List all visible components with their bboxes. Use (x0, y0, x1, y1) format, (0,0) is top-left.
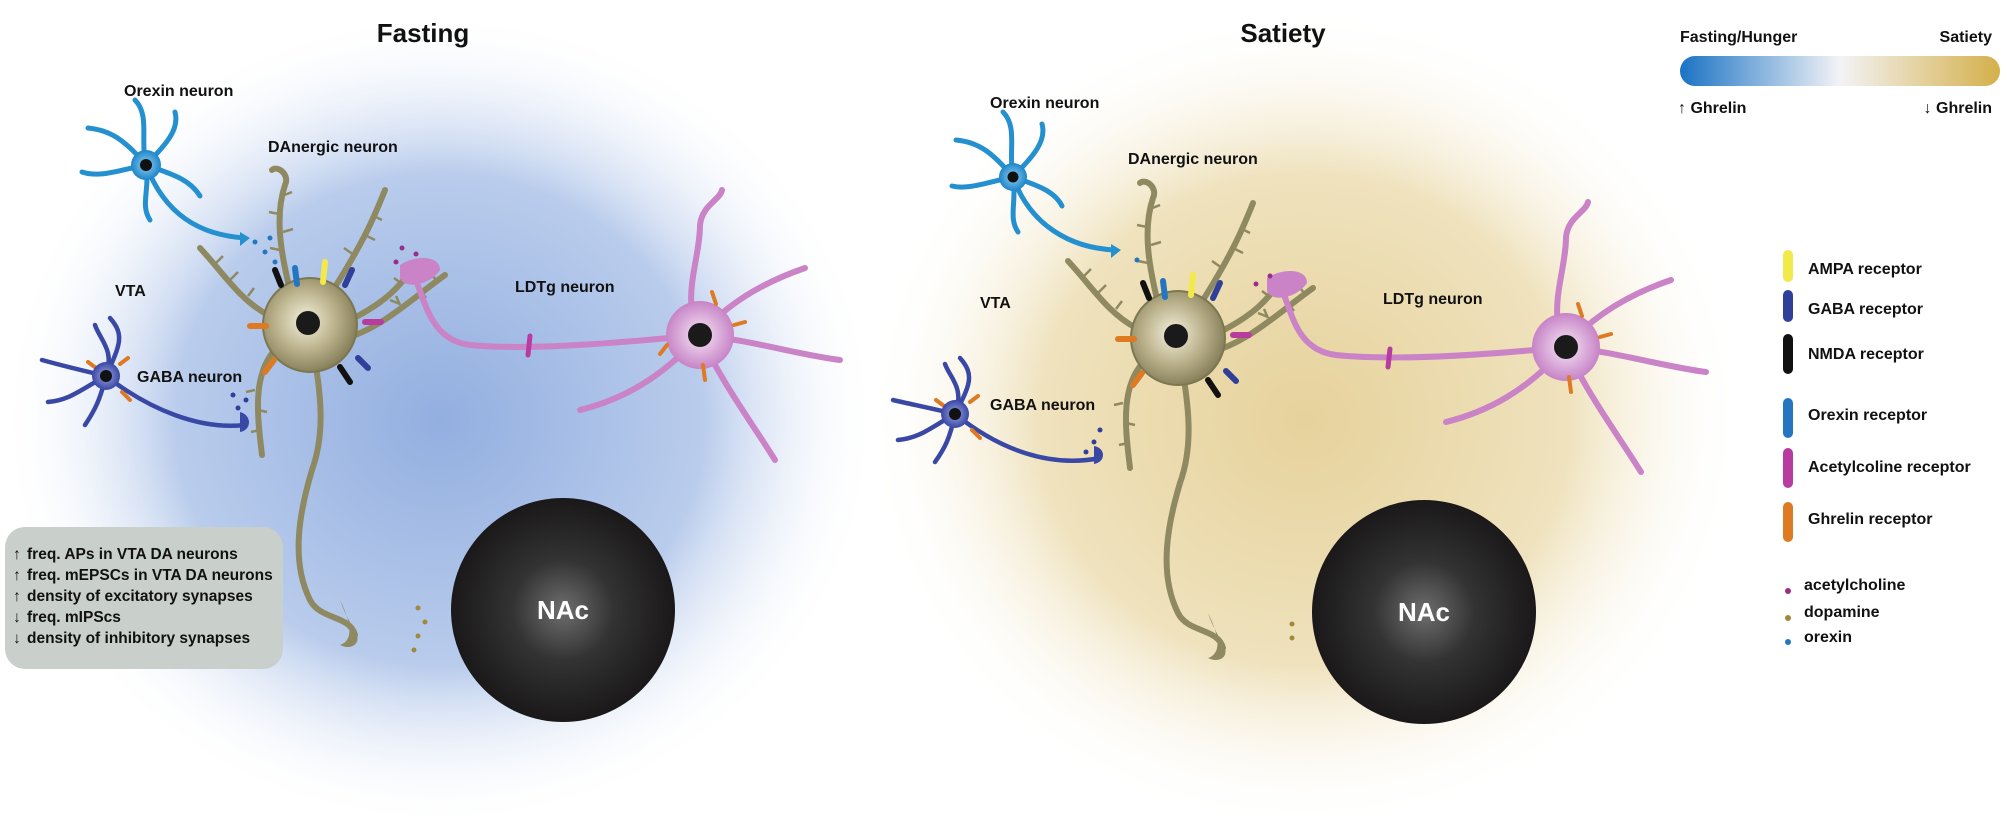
vta-label: VTA (115, 283, 146, 300)
gaba-nucleus (100, 370, 112, 382)
fasting-title: Fasting (377, 18, 469, 48)
da-dendrite-spines (1082, 203, 1305, 447)
vta-label: VTA (980, 295, 1011, 312)
gaba-terminal (1094, 446, 1103, 464)
ldtg-neuron (1279, 199, 1709, 475)
info-arrow: ↑ (13, 546, 21, 563)
transmitter-dots (1083, 257, 1295, 641)
ldtg-axon-receptor (1385, 346, 1393, 370)
legend-label: acetylcholine (1804, 577, 1905, 594)
info-text: density of excitatory synapses (27, 588, 253, 605)
da-receptors (247, 259, 384, 385)
legend-label: orexin (1804, 629, 1852, 646)
scale-left-label: Fasting/Hunger (1680, 29, 1797, 46)
legend-label: Acetylcoline receptor (1808, 459, 1971, 476)
legend-dot-orexin (1785, 639, 1791, 645)
info-arrow: ↑ (13, 588, 21, 605)
gaba-nucleus (949, 408, 961, 420)
legend-swatch-gaba (1783, 290, 1793, 322)
ldtg-terminal (400, 258, 440, 285)
da-neuron (1065, 178, 1316, 651)
nac-label: NAc (1398, 597, 1450, 627)
scale-left-sub: ↑ Ghrelin (1678, 100, 1746, 117)
info-arrow: ↑ (13, 567, 21, 584)
scale-gradient-bar (1680, 56, 2000, 86)
gaba-label: GABA neuron (990, 397, 1095, 414)
gaba-ghrelin-receptors (934, 394, 982, 440)
orexin-label: Orexin neuron (124, 83, 233, 100)
transmitter-dots (230, 235, 428, 653)
ldtg-terminal (1267, 271, 1307, 298)
gaba-ghrelin-receptors (86, 356, 132, 402)
legend-swatch-ghrelin (1783, 502, 1793, 542)
da-nucleus (296, 311, 320, 335)
satiety-background (865, 10, 1745, 830)
da-label: DAnergic neuron (268, 139, 398, 156)
ldtg-axon-receptor (525, 333, 533, 358)
legend-dot-dopamine (1785, 615, 1791, 621)
receptor-legend: AMPA receptor GABA receptor NMDA recepto… (1783, 250, 1971, 542)
legend-label: Orexin receptor (1808, 407, 1927, 424)
scale-right-sub: ↓ Ghrelin (1924, 100, 1992, 117)
gaba-terminal (240, 412, 249, 432)
da-terminal (1208, 613, 1226, 660)
nac-label: NAc (537, 595, 589, 625)
ghrelin-scale: Fasting/Hunger Satiety ↑ Ghrelin ↓ Ghrel… (1678, 29, 2000, 117)
ldtg-ghrelin-receptors (658, 290, 747, 382)
info-arrow: ↓ (13, 609, 21, 626)
orexin-label: Orexin neuron (990, 95, 1099, 112)
ldtg-nucleus (1554, 335, 1578, 359)
info-arrow: ↓ (13, 630, 21, 647)
legend-label: dopamine (1804, 604, 1880, 621)
orexin-nucleus (140, 159, 152, 171)
legend-dot-acetylcholine (1785, 588, 1791, 594)
da-label: DAnergic neuron (1128, 151, 1258, 168)
info-text: density of inhibitory synapses (27, 630, 250, 647)
fasting-panel: Fasting Orexin neuron (5, 18, 843, 722)
legend-swatch-ampa (1783, 250, 1793, 282)
info-box-rows: ↑ freq. APs in VTA DA neurons ↑ freq. mE… (13, 546, 273, 647)
ldtg-nucleus (688, 323, 712, 347)
da-nucleus (1164, 324, 1188, 348)
legend-swatch-orexin (1783, 398, 1793, 438)
orexin-terminal (240, 232, 250, 246)
nac-region (1312, 500, 1536, 724)
info-text: freq. APs in VTA DA neurons (27, 546, 238, 563)
ldtg-label: LDTg neuron (1383, 291, 1483, 308)
satiety-panel: Satiety Orexin neuron (890, 18, 1709, 724)
orexin-nucleus (1007, 171, 1019, 183)
orexin-terminal (1111, 244, 1121, 258)
satiety-title: Satiety (1240, 18, 1326, 48)
transmitter-legend: acetylcholine dopamine orexin (1785, 577, 1905, 646)
ldtg-label: LDTg neuron (515, 279, 615, 296)
gaba-label: GABA neuron (137, 369, 242, 386)
da-terminal (340, 600, 358, 647)
info-text: freq. mEPSCs in VTA DA neurons (27, 567, 273, 584)
da-receptors (1115, 272, 1252, 398)
legend-label: NMDA receptor (1808, 346, 1924, 363)
legend-swatch-nmda (1783, 334, 1793, 374)
nac-region (451, 498, 675, 722)
legend-label: GABA receptor (1808, 301, 1923, 318)
legend-swatch-acetylcholine (1783, 448, 1793, 488)
ldtg-ghrelin-receptors (1567, 302, 1613, 394)
legend-label: Ghrelin receptor (1808, 511, 1932, 528)
info-box (5, 527, 283, 669)
info-text: freq. mIPScs (27, 609, 121, 626)
scale-right-label: Satiety (1940, 29, 1993, 46)
legend-label: AMPA receptor (1808, 261, 1922, 278)
